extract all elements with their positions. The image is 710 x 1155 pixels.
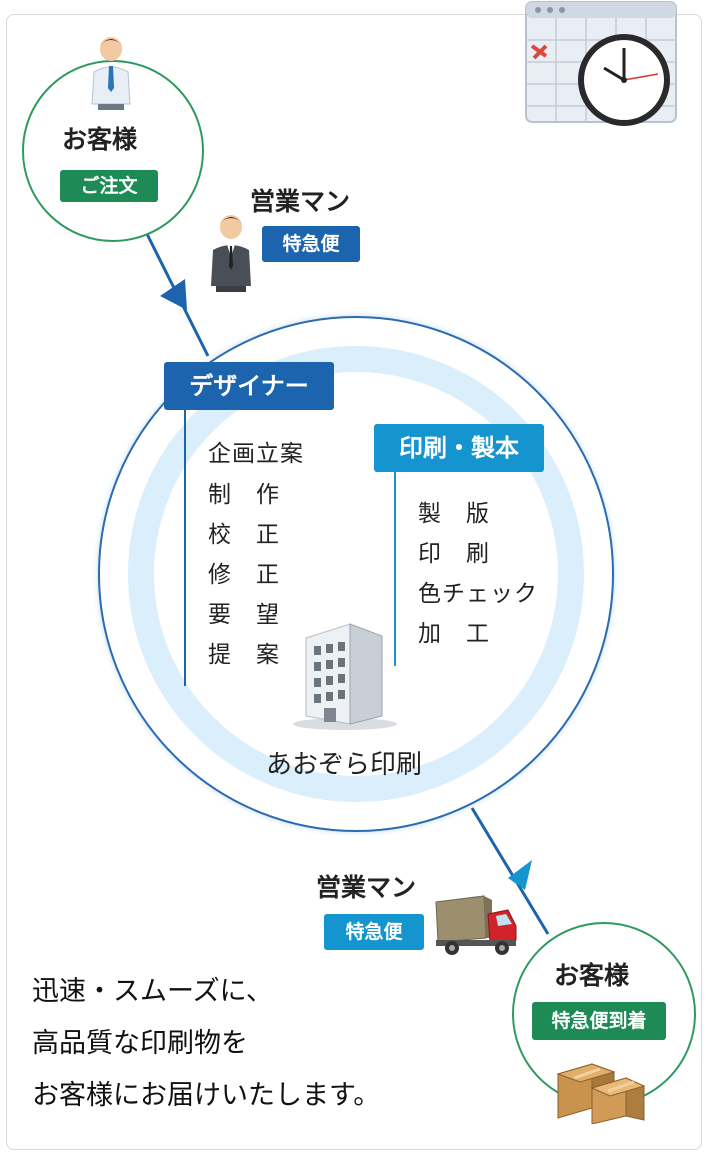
customer-top-title: お客様 [62,125,138,154]
sales-bottom-title: 営業マン [316,873,417,902]
customer-top-badge: ご注文 [60,170,158,202]
service-message: 迅速・スムーズに、 高品質な印刷物を お客様にお届けいたします。 [32,966,380,1122]
message-line-2: 高品質な印刷物を [32,1028,248,1059]
printing-rule [394,472,396,666]
designer-rule [184,410,186,686]
customer-bottom-title: お客様 [554,961,630,990]
designer-task-5: 要 望 [208,602,280,628]
office-building-icon [293,623,397,730]
sales-bottom-badge: 特急便 [324,914,424,950]
designer-tab: デザイナー [164,362,334,410]
bottom-arrow [508,860,532,890]
message-line-3: お客様にお届けいたします。 [32,1080,381,1111]
calendar-clock-icon [525,1,677,126]
delivery-truck-icon [435,895,517,955]
businessman-icon [91,37,131,110]
designer-task-4: 修 正 [208,562,280,588]
bottom-connector-line [470,807,550,935]
message-line-1: 迅速・スムーズに、 [32,976,273,1007]
diagram-frame [6,14,702,1150]
customer-bottom-badge: 特急便到着 [532,1002,666,1040]
salesman-icon [211,215,251,292]
printing-task-1: 製 版 [418,501,490,527]
designer-task-3: 校 正 [208,522,280,548]
designer-task-1: 企画立案 [208,441,304,467]
printing-task-2: 印 刷 [418,541,490,567]
designer-task-6: 提 案 [208,642,280,668]
sales-top-title: 営業マン [250,187,351,216]
designer-task-2: 制 作 [208,482,280,508]
cardboard-boxes-icon [556,1063,646,1124]
top-arrow [160,279,187,310]
printing-tab: 印刷・製本 [374,424,544,472]
printing-task-3: 色チェック [418,581,538,607]
company-name: あおぞら印刷 [266,750,423,780]
sales-top-badge: 特急便 [262,226,360,262]
printing-task-4: 加 工 [418,621,490,647]
